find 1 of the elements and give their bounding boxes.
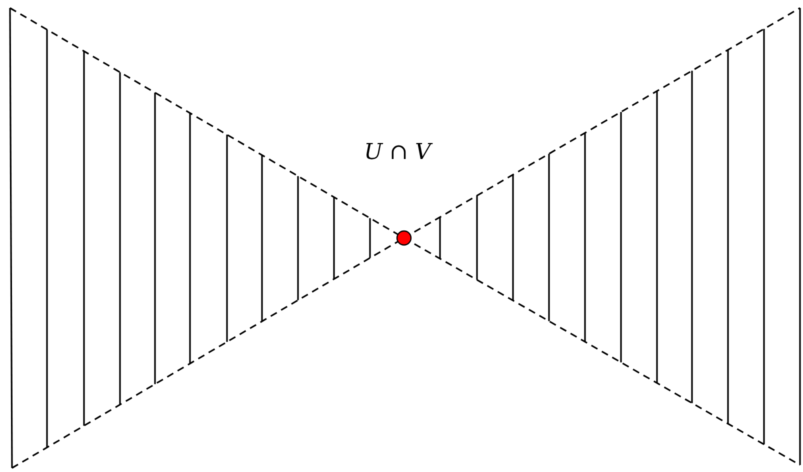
set-label: U ∩ V — [364, 140, 431, 165]
